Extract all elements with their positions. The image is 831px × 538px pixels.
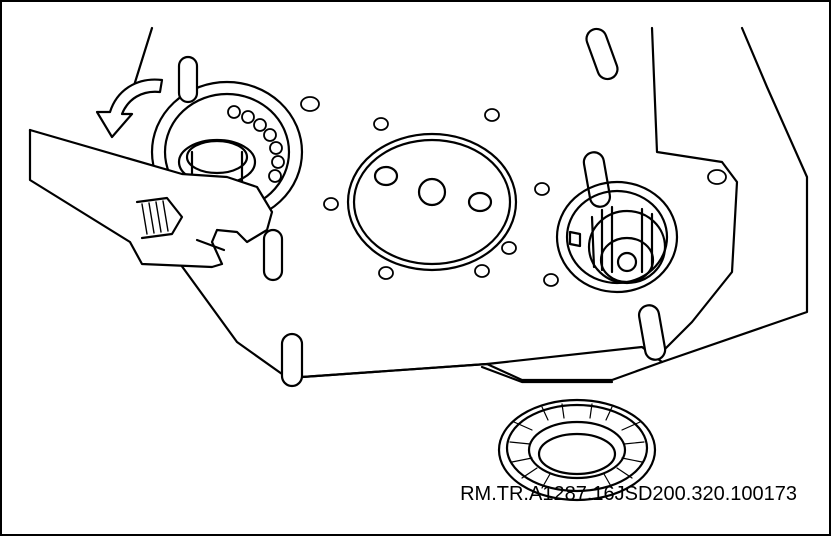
rotation-arrow-icon <box>95 78 164 139</box>
loose-bearing <box>497 398 657 502</box>
bolt-holes <box>300 96 727 287</box>
figure-reference-code: RM.TR.A1287.16JSD200.320.100173 <box>460 483 797 505</box>
housing-lower-lip <box>300 345 664 379</box>
adjustable-wrench-icon <box>28 128 274 269</box>
right-bearing-assembly <box>555 180 679 294</box>
bearing-balls <box>227 105 285 183</box>
center-cover-plate <box>346 132 518 272</box>
dowel-pins <box>177 27 667 388</box>
housing-bottom-flange <box>480 365 614 384</box>
housing-outline <box>28 26 809 382</box>
housing-inner-edge <box>650 26 739 354</box>
